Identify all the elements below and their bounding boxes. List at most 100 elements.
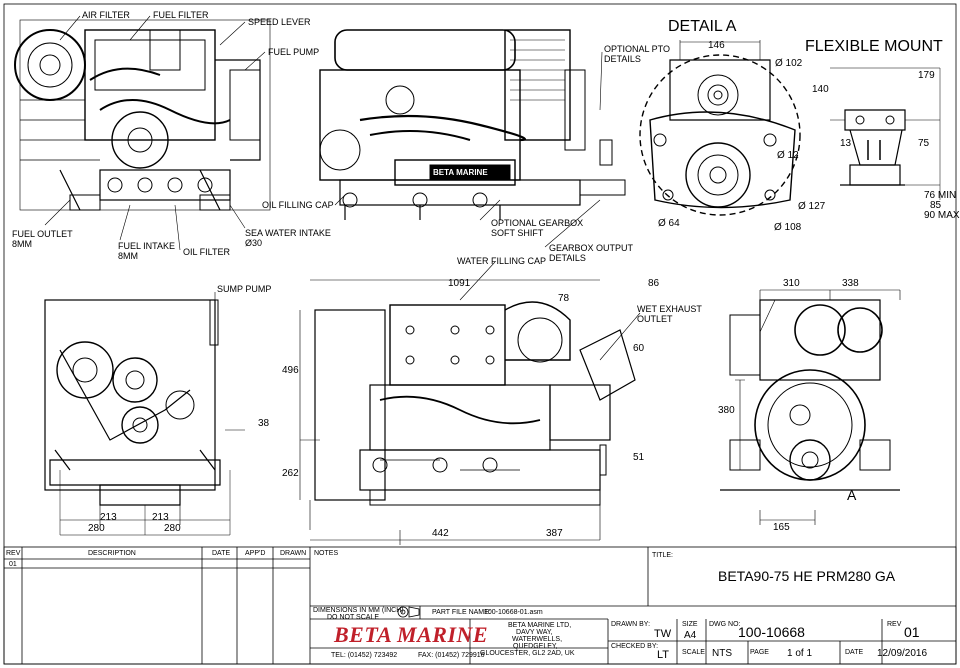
drawn-column-header: DRAWN <box>280 550 307 557</box>
water-filling-cap-label: WATER FILLING CAP <box>457 256 547 266</box>
size-label: SIZE <box>682 621 698 628</box>
rev-label: REV <box>887 621 902 628</box>
address-line-2: DAVY WAY, <box>516 629 553 636</box>
bottom-right-engine-view <box>720 289 901 525</box>
date-label: DATE <box>845 649 864 656</box>
dim-213-left: 213 <box>100 512 117 523</box>
dim-12: Ø 12 <box>777 150 799 161</box>
checked-by-label: CHECKED BY: <box>611 643 659 650</box>
dim-108: Ø 108 <box>774 222 802 233</box>
description-column-header: DESCRIPTION <box>88 550 136 557</box>
speed-lever-label: SPEED LEVER <box>248 17 311 27</box>
dim-90-max: 90 MAX <box>924 210 960 221</box>
title-block-grid <box>3 546 957 665</box>
flexible-mount-drawing <box>830 67 941 200</box>
dim-51: 51 <box>633 452 645 463</box>
address-line-4: QUEDGELEY, <box>513 643 558 650</box>
pto-details-label: DETAILS <box>604 54 641 64</box>
dim-64: Ø 64 <box>658 218 680 229</box>
fuel-pump-label: FUEL PUMP <box>268 47 320 57</box>
oil-filter-label: OIL FILTER <box>183 247 231 257</box>
dim-387: 387 <box>546 528 563 539</box>
beta-marine-logo: BETA MARINE <box>334 622 489 647</box>
dim-102: Ø 102 <box>775 58 803 69</box>
dwg-no-value: 100-10668 <box>738 624 805 640</box>
notes-header: NOTES <box>314 550 339 557</box>
dim-127: Ø 127 <box>798 201 826 212</box>
sea-water-intake-label: SEA WATER INTAKE <box>245 228 331 238</box>
top-left-engine-view <box>14 19 271 211</box>
drawing-title: BETA90-75 HE PRM280 GA <box>718 568 896 584</box>
dim-280-left: 280 <box>88 523 105 534</box>
date-column-header: DATE <box>212 550 231 557</box>
fuel-outlet-size: 8MM <box>12 239 32 249</box>
date-value: 12/09/2016 <box>877 648 928 659</box>
rev-column-header: REV <box>6 550 21 557</box>
gearbox-details-label: DETAILS <box>549 253 586 263</box>
detail-a-gearbox <box>639 40 801 216</box>
fuel-intake-size: 8MM <box>118 251 138 261</box>
drawn-by-label: DRAWN BY: <box>611 621 651 628</box>
sump-pump-label: SUMP PUMP <box>217 284 272 294</box>
part-file-name: 100-10668-01.asm <box>484 609 543 616</box>
dim-1091: 1091 <box>448 278 471 289</box>
view-marker-a: A <box>847 487 857 503</box>
dim-380: 380 <box>718 405 735 416</box>
address-line-1: BETA MARINE LTD, <box>508 622 572 629</box>
fax-number: FAX: (01452) 729916 <box>418 652 485 659</box>
bottom-middle-engine-view <box>299 279 636 545</box>
rev-value: 01 <box>904 624 920 640</box>
wet-exhaust-label: WET EXHAUST <box>637 304 702 314</box>
dim-310: 310 <box>783 278 800 289</box>
dim-13: 13 <box>840 138 852 149</box>
dim-165: 165 <box>773 522 790 533</box>
soft-shift-label: SOFT SHIFT <box>491 228 544 238</box>
dim-38: 38 <box>258 418 270 429</box>
dim-442: 442 <box>432 528 449 539</box>
checked-by-value: LT <box>657 649 670 661</box>
page-label: PAGE <box>750 649 769 656</box>
fuel-filter-label: FUEL FILTER <box>153 10 209 20</box>
dim-213-right: 213 <box>152 512 169 523</box>
dim-78: 78 <box>558 293 570 304</box>
dim-338: 338 <box>842 278 859 289</box>
do-not-scale-note: DO NOT SCALE <box>327 614 379 621</box>
part-file-label: PART FILE NAME: <box>432 609 491 616</box>
drawn-by-value: TW <box>654 628 672 640</box>
optional-gearbox-label: OPTIONAL GEARBOX <box>491 218 584 228</box>
size-value: A4 <box>684 630 697 641</box>
dim-76-min: 76 MIN <box>924 190 957 201</box>
dim-179: 179 <box>918 70 935 81</box>
dim-262: 262 <box>282 468 299 479</box>
dim-140: 140 <box>812 84 829 95</box>
dwg-no-label: DWG NO: <box>709 621 741 628</box>
page-value: 1 of 1 <box>787 648 813 659</box>
engine-badge: BETA MARINE <box>433 168 488 177</box>
dimensions-note: DIMENSIONS IN MM (INCH) <box>313 607 404 614</box>
flexible-mount-title: FLEXIBLE MOUNT <box>805 38 943 55</box>
dim-85: 85 <box>930 200 942 211</box>
optional-pto-label: OPTIONAL PTO <box>604 44 671 54</box>
title-label: TITLE: <box>652 552 674 559</box>
oil-filling-cap-label: OIL FILLING CAP <box>262 200 334 210</box>
tel-number: TEL: (01452) 723492 <box>331 652 398 659</box>
top-middle-engine-view <box>319 29 626 220</box>
address-line-5: GLOUCESTER, GL2 2AD, UK <box>480 650 575 657</box>
dim-496: 496 <box>282 365 299 376</box>
projection-symbol-icon <box>397 606 420 618</box>
bottom-left-engine-view <box>44 299 245 536</box>
fuel-outlet-label: FUEL OUTLET <box>12 229 73 239</box>
dim-60: 60 <box>633 343 645 354</box>
dim-75: 75 <box>918 138 930 149</box>
appd-column-header: APP'D <box>245 550 266 557</box>
detail-a-title: DETAIL A <box>668 18 737 35</box>
dim-146: 146 <box>708 40 725 51</box>
scale-label: SCALE <box>682 649 705 656</box>
gearbox-output-label: GEARBOX OUTPUT <box>549 243 634 253</box>
dim-280-right: 280 <box>164 523 181 534</box>
air-filter-label: AIR FILTER <box>82 10 130 20</box>
fuel-intake-label: FUEL INTAKE <box>118 241 176 251</box>
scale-value: NTS <box>712 648 732 659</box>
